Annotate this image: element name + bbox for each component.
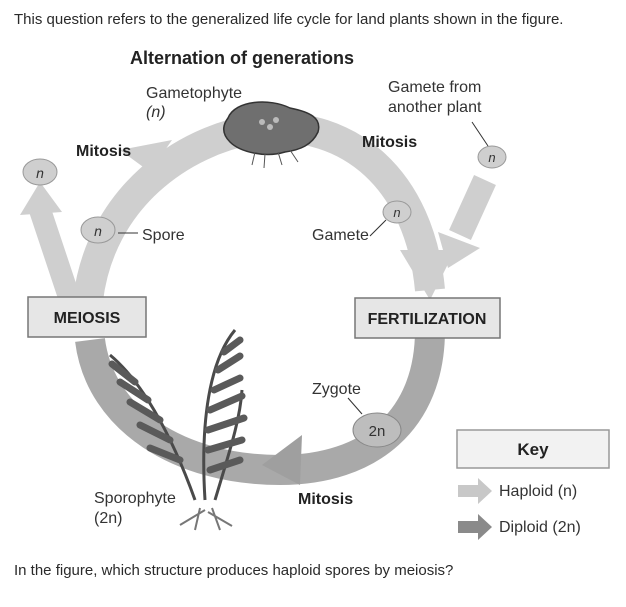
cell-label-n-1: n <box>36 165 44 181</box>
key-diploid-label: Diploid (2n) <box>499 519 581 536</box>
meiosis-box <box>27 296 147 338</box>
sporophyte-fern-illustration <box>108 329 248 531</box>
zygote-cell <box>352 412 402 448</box>
zygote-leader <box>347 397 363 415</box>
cell-label-2n: 2n <box>369 423 386 440</box>
spore-cell <box>80 216 116 244</box>
spore-label: Spore <box>142 227 185 244</box>
mitosis-bottom-label: Mitosis <box>298 491 353 508</box>
meiosis-label: MEIOSIS <box>54 310 121 327</box>
arrowhead-spore-branch <box>20 182 62 215</box>
spore-branch-arrow <box>29 206 81 304</box>
question-prompt: In the figure, which structure produces … <box>14 562 454 579</box>
gamete-label: Gamete <box>312 227 369 244</box>
arrowhead-gamete-from-other <box>438 232 480 268</box>
key-box <box>456 429 610 469</box>
gamete-from-label-line2: another plant <box>388 99 482 116</box>
key-haploid-label: Haploid (n) <box>499 483 577 500</box>
gametophyte-illustration <box>223 101 320 169</box>
key-title: Key <box>517 440 549 459</box>
gamete-other-cell <box>477 145 507 169</box>
key-diploid-arrow-icon <box>458 514 492 540</box>
key-haploid-arrow-icon <box>458 478 492 504</box>
arrowhead-to-sporophyte <box>262 435 302 485</box>
fertilization-label: FERTILIZATION <box>368 311 487 328</box>
life-cycle-diagram: n n n n 2n Alternation of generations Ga… <box>20 48 610 540</box>
zygote-label: Zygote <box>312 381 361 398</box>
gamete-leader <box>369 219 387 237</box>
mitosis-left-label: Mitosis <box>76 143 131 160</box>
cell-label-n-4: n <box>488 150 495 165</box>
gamete-from-leader <box>471 121 489 147</box>
sporophyte-label: Sporophyte <box>94 490 176 507</box>
gamete-from-label-line1: Gamete from <box>388 79 481 96</box>
gametophyte-label: Gametophyte <box>146 85 242 102</box>
cell-label-n-3: n <box>393 205 400 220</box>
gametophyte-ploidy: (n) <box>146 104 166 121</box>
diagram-title: Alternation of generations <box>130 48 354 68</box>
mitosis-right-label: Mitosis <box>362 134 417 151</box>
fertilization-box <box>354 297 501 339</box>
question-intro: This question refers to the generalized … <box>14 11 564 28</box>
haploid-cell-top-left <box>22 158 58 186</box>
gamete-cell <box>382 200 412 224</box>
diploid-cycle-arrow <box>75 329 445 486</box>
sporophyte-ploidy: (2n) <box>94 510 122 527</box>
arrowhead-to-gametophyte <box>120 140 172 172</box>
gamete-from-other-arrow <box>449 175 496 240</box>
arrowhead-to-fertilization <box>400 250 455 300</box>
cell-label-n-2: n <box>94 223 102 239</box>
